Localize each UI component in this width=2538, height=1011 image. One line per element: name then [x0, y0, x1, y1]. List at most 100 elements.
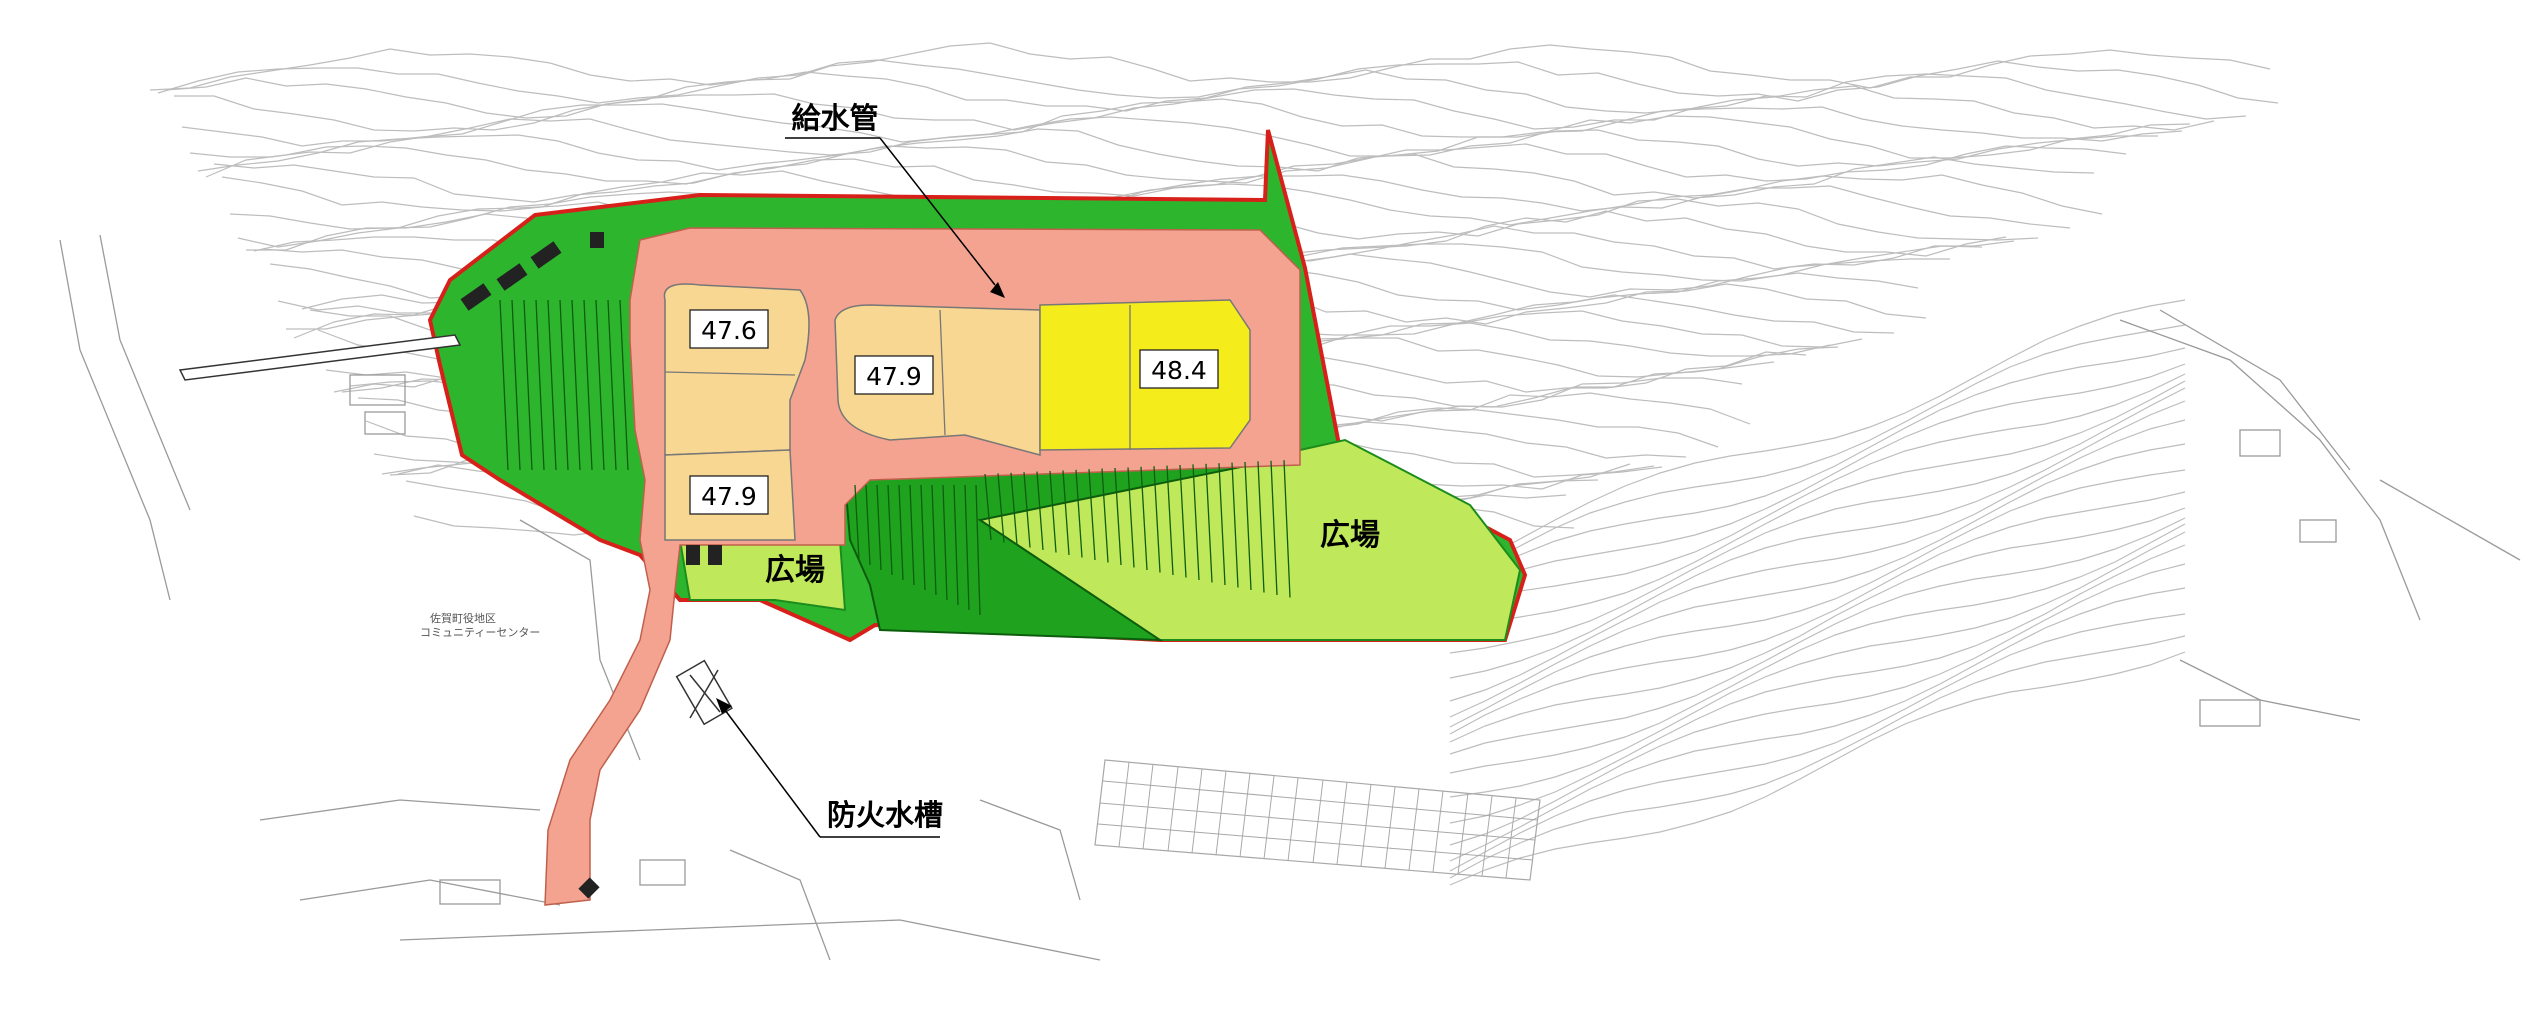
contour-line: [1449, 491, 2186, 735]
contour-line: [189, 115, 2191, 159]
contour-line: [1449, 651, 2186, 886]
hatch-line: [1205, 463, 1213, 583]
svg-text:47.6: 47.6: [701, 316, 757, 345]
hatch-line: [511, 299, 521, 471]
road-outline: [979, 799, 1081, 901]
hatch-line: [876, 484, 882, 571]
hatch-line: [887, 484, 893, 576]
lot-middle: [834, 304, 1041, 456]
grid-line: [1142, 763, 1154, 850]
contour-line: [1449, 517, 2186, 755]
svg-text:防火水槽: 防火水槽: [827, 798, 943, 832]
contour-line: [1449, 363, 2186, 599]
hatch-line: [898, 484, 904, 581]
hatch-line: [1114, 467, 1122, 566]
contour-line: [229, 183, 2071, 230]
svg-text:47.9: 47.9: [701, 482, 757, 511]
road-outline: [2119, 319, 2421, 621]
hatch-line: [920, 484, 926, 591]
hatch-line: [595, 299, 605, 471]
hatch-line: [1218, 463, 1226, 586]
contour-line: [1449, 635, 2186, 879]
hatch-line: [1088, 469, 1096, 561]
road-outline: [399, 919, 1101, 961]
hatch-line: [854, 484, 860, 561]
lot-label-2: 47.9: [854, 355, 934, 395]
road-outline: [299, 879, 561, 906]
svg-text:47.9: 47.9: [866, 362, 922, 391]
hatch-line: [1075, 469, 1083, 558]
hatch-line: [1127, 467, 1135, 568]
contour-line: [1449, 299, 2186, 574]
road-outline: [2179, 659, 2361, 721]
contour-line: [197, 128, 2158, 172]
contour-line: [174, 85, 2215, 132]
contour-line: [1449, 544, 2186, 824]
hatch-line: [997, 473, 1005, 543]
road-outline: [729, 849, 831, 961]
grid-line: [1360, 783, 1372, 867]
contour-line: [1449, 531, 2186, 798]
hatch-line: [499, 299, 509, 471]
hatch-line: [964, 484, 970, 611]
water-pipe-callout: 給水管: [785, 101, 1005, 298]
hatch-line: [1049, 470, 1057, 553]
contour-line: [1449, 387, 2186, 654]
hatch-line: [1231, 462, 1239, 588]
lot-label-3: 47.9: [689, 475, 769, 515]
hatch-line: [909, 484, 915, 586]
plaza-west-label: 広場: [765, 553, 825, 588]
building-outline: [2199, 699, 2261, 727]
building-outline: [2239, 429, 2281, 457]
hatch-line: [1192, 464, 1200, 581]
slope-hatching: [499, 299, 1291, 616]
contour-line: [1449, 419, 2186, 702]
fire-water-tank-callout: 防火水槽: [716, 698, 943, 838]
hatch-line: [1179, 464, 1187, 578]
building-outline: [349, 374, 406, 406]
hatch-line: [1166, 465, 1174, 576]
hatch-line: [1010, 472, 1018, 546]
grid-line: [1099, 802, 1536, 841]
community-center-label: 佐賀町役地区 コミュニティーセンター: [420, 611, 540, 639]
road-outline: [2159, 309, 2351, 471]
hatch-line: [1270, 460, 1278, 596]
contour-line: [205, 143, 2127, 185]
contour-line: [1449, 587, 2186, 862]
plaza-east-label: 広場: [1320, 518, 1380, 553]
hatch-line: [1062, 470, 1070, 556]
building-outline: [2299, 519, 2337, 543]
contour-line: [1449, 469, 2186, 728]
building-outline: [639, 859, 686, 886]
hatch-line: [1283, 460, 1291, 598]
hatch-line: [523, 299, 533, 471]
contour-line: [1449, 443, 2186, 718]
road-outline: [99, 234, 191, 511]
lot-label-4: 48.4: [1139, 349, 1219, 389]
hatch-line: [865, 484, 871, 566]
contour-line: [1449, 613, 2186, 872]
hatch-line: [571, 299, 581, 471]
grid-block-lines: [1097, 761, 1539, 879]
contour-line: [1449, 347, 2186, 591]
hatch-line: [942, 484, 948, 601]
hatch-line: [1101, 468, 1109, 563]
water-pipe-line: [178, 334, 462, 381]
hatch-line: [975, 484, 981, 616]
building-outline: [364, 411, 406, 435]
hatch-line: [984, 473, 992, 541]
lot-divider-lines: [664, 305, 1131, 450]
contour-line: [181, 98, 2183, 147]
hatch-line: [1257, 461, 1265, 593]
building-outline: [439, 879, 501, 905]
hatch-line: [1140, 466, 1148, 571]
hatch-line: [559, 299, 569, 471]
hatch-line: [607, 299, 617, 471]
contour-line: [213, 153, 2095, 203]
contour-line: [1449, 380, 2186, 630]
hatch-line: [1036, 471, 1044, 551]
hatch-line: [953, 484, 959, 606]
drainage-structures: [460, 232, 722, 899]
